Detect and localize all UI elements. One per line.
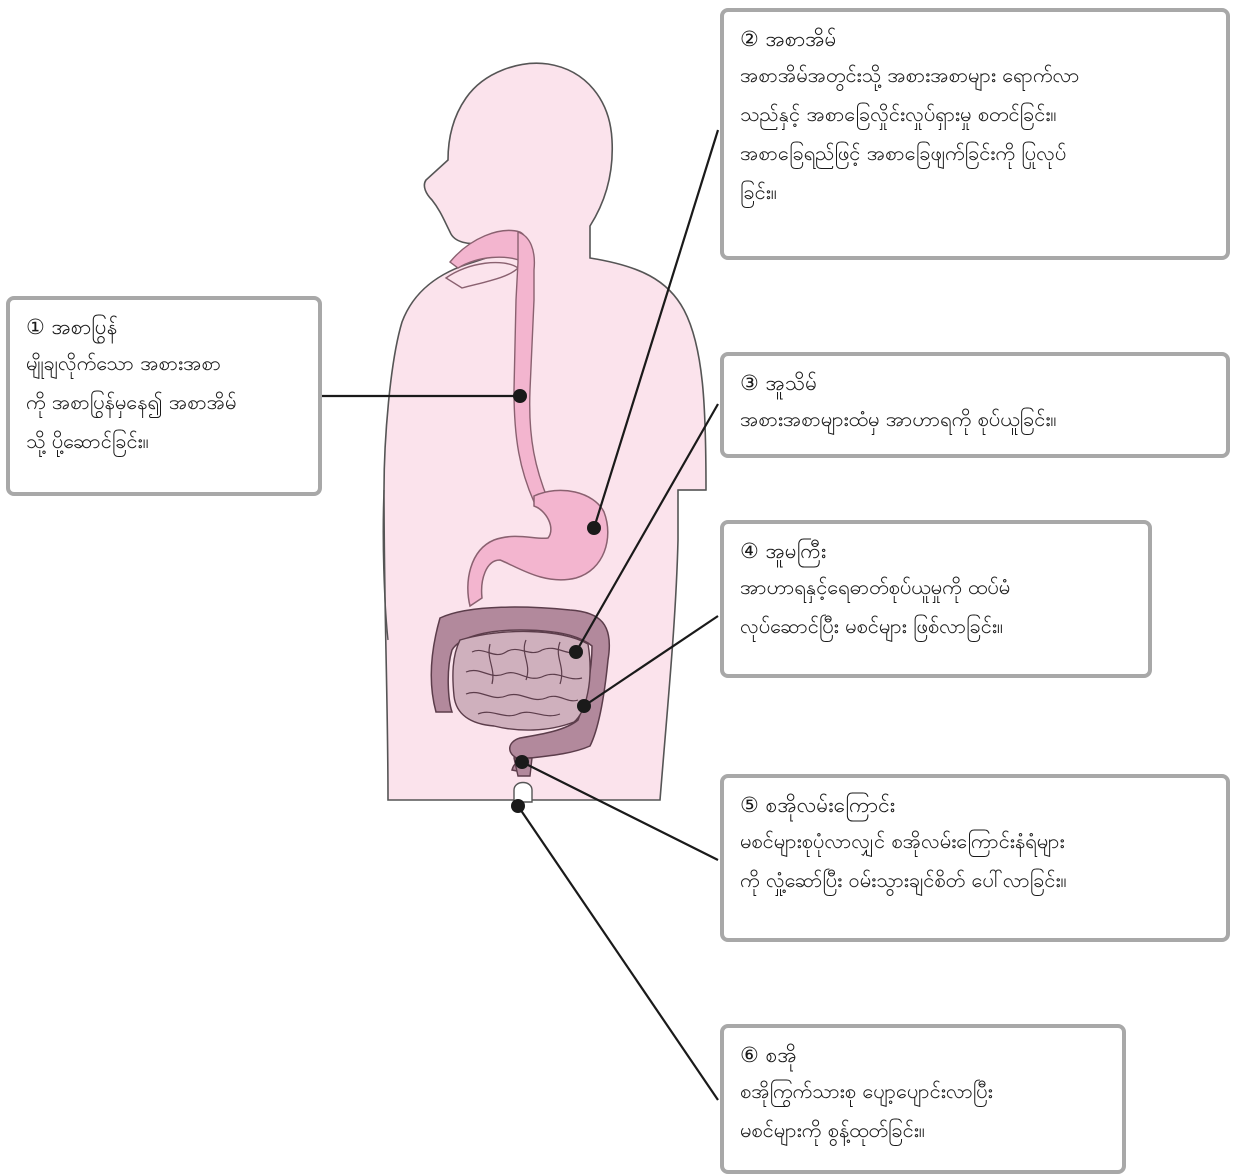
small-intestine-shape xyxy=(453,631,590,730)
dot-small-intestine xyxy=(569,645,583,659)
label-desc-esophagus: မျိုချလိုက်သော အစားအစာ ကို အစာပြွန်မှနေ၍… xyxy=(26,344,304,461)
label-box-large-intestine: ④ အူမကြီး အာဟာရနှင့်ရေဓာတ်စုပ်ယူမှုကို ထ… xyxy=(720,520,1152,678)
dot-stomach xyxy=(587,521,601,535)
desc-line: အာဟာရနှင့်ရေဓာတ်စုပ်ယူမှုကို ထပ်မံ xyxy=(740,568,1134,607)
desc-line: သည်နှင့် အစာခြေလှိုင်းလှုပ်ရှားမှု စတင်ခ… xyxy=(740,95,1212,134)
label-box-stomach: ② အစာအိမ် အစာအိမ်အတွင်းသို့ အစားအစာများ … xyxy=(720,8,1230,260)
label-desc-stomach: အစာအိမ်အတွင်းသို့ အစားအစာများ ရောက်လာ သည… xyxy=(740,56,1212,212)
label-desc-small-intestine: အစားအစာများထံမှ အာဟာရကို စုပ်ယူခြင်း။ xyxy=(740,400,1212,439)
dot-rectum xyxy=(515,755,529,769)
label-title-stomach: ② အစာအိမ် xyxy=(740,22,1212,56)
desc-line: စအိုကြွက်သားစု ပျော့ပျောင်းလာပြီး xyxy=(740,1072,1108,1111)
label-title-rectum: ⑤ စအိုလမ်းကြောင်း xyxy=(740,788,1212,822)
label-title-esophagus: ① အစာပြွန် xyxy=(26,310,304,344)
label-desc-rectum: မစင်များစုပုံလာလျှင် စအိုလမ်းကြောင်းနံရံ… xyxy=(740,822,1212,900)
desc-line: အစားအစာများထံမှ အာဟာရကို စုပ်ယူခြင်း။ xyxy=(740,400,1212,439)
desc-line: လုပ်ဆောင်ပြီး မစင်များ ဖြစ်လာခြင်း။ xyxy=(740,607,1134,646)
label-box-small-intestine: ③ အူသိမ် အစားအစာများထံမှ အာဟာရကို စုပ်ယူ… xyxy=(720,352,1230,458)
dot-esophagus xyxy=(513,389,527,403)
label-desc-anus: စအိုကြွက်သားစု ပျော့ပျောင်းလာပြီး မစင်မျ… xyxy=(740,1072,1108,1150)
label-title-small-intestine: ③ အူသိမ် xyxy=(740,366,1212,400)
desc-line: မစင်များကို စွန့်ထုတ်ခြင်း။ xyxy=(740,1111,1108,1150)
leader-line-anus xyxy=(518,806,718,1100)
label-title-large-intestine: ④ အူမကြီး xyxy=(740,534,1134,568)
desc-line: မျိုချလိုက်သော အစားအစာ xyxy=(26,344,304,383)
label-box-esophagus: ① အစာပြွန် မျိုချလိုက်သော အစားအစာ ကို အစ… xyxy=(6,296,322,496)
desc-line: ကို လှုံ့ဆော်ပြီး ဝမ်းသွားချင်စိတ် ပေါ်လ… xyxy=(740,861,1212,900)
desc-line: အစာခြေရည်ဖြင့် အစာခြေဖျက်ခြင်းကို ပြုလုပ… xyxy=(740,134,1212,173)
dot-anus xyxy=(511,799,525,813)
anus-shape xyxy=(514,783,532,803)
desc-line: ကို အစာပြွန်မှနေ၍ အစာအိမ် xyxy=(26,383,304,422)
desc-line: အစာအိမ်အတွင်းသို့ အစားအစာများ ရောက်လာ xyxy=(740,56,1212,95)
label-box-anus: ⑥ စအို စအိုကြွက်သားစု ပျော့ပျောင်းလာပြီး… xyxy=(720,1024,1126,1174)
label-title-anus: ⑥ စအို xyxy=(740,1038,1108,1072)
dot-large-intestine xyxy=(577,699,591,713)
desc-line: သို့ ပို့ဆောင်ခြင်း။ xyxy=(26,422,304,461)
desc-line: ခြင်း။ xyxy=(740,173,1212,212)
label-desc-large-intestine: အာဟာရနှင့်ရေဓာတ်စုပ်ယူမှုကို ထပ်မံ လုပ်ဆ… xyxy=(740,568,1134,646)
label-box-rectum: ⑤ စအိုလမ်းကြောင်း မစင်များစုပုံလာလျှင် စ… xyxy=(720,774,1230,942)
desc-line: မစင်များစုပုံလာလျှင် စအိုလမ်းကြောင်းနံရံ… xyxy=(740,822,1212,861)
